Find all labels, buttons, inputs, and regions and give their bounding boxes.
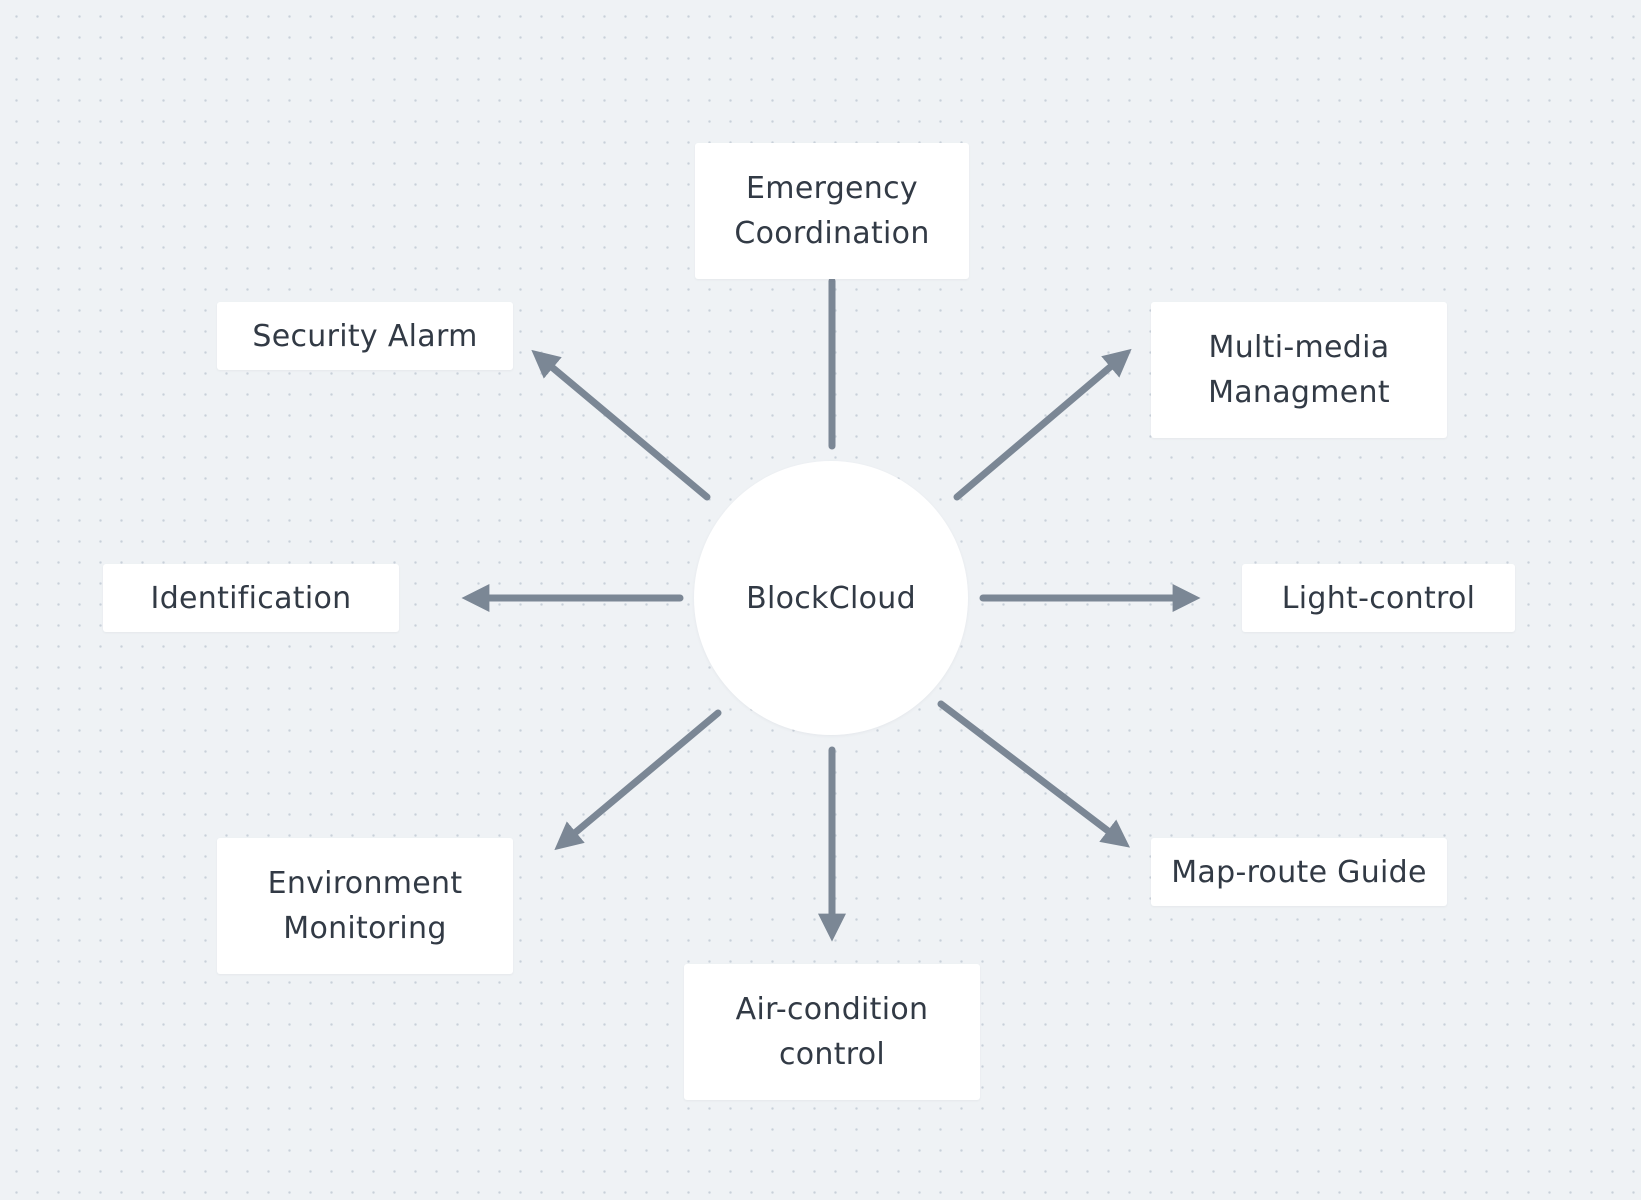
node-security-alarm[interactable]: Security Alarm bbox=[217, 302, 513, 370]
arrow-map-route bbox=[937, 700, 1131, 848]
node-label-line: Multi-media bbox=[1208, 330, 1390, 365]
arrow-environment bbox=[554, 709, 722, 851]
node-label-line: Identification bbox=[150, 580, 352, 616]
node-environment-monitoring[interactable]: Environment Monitoring bbox=[217, 838, 513, 974]
hub-blockcloud[interactable]: BlockCloud bbox=[694, 461, 968, 735]
node-label-line: Managment bbox=[1208, 375, 1390, 410]
node-label-line: Map-route Guide bbox=[1171, 854, 1427, 890]
node-multi-media-managment[interactable]: Multi-media Managment bbox=[1151, 302, 1447, 438]
node-label-line: Emergency bbox=[746, 171, 918, 206]
node-label-line: control bbox=[778, 1037, 886, 1072]
node-label-line: Coordination bbox=[734, 216, 930, 251]
node-emergency-coordination[interactable]: Emergency Coordination bbox=[695, 143, 969, 279]
node-label-line: Environment bbox=[267, 866, 463, 901]
hub-label: BlockCloud bbox=[746, 580, 916, 616]
node-label-line: Security Alarm bbox=[252, 318, 478, 354]
node-map-route-guide[interactable]: Map-route Guide bbox=[1151, 838, 1447, 906]
arrow-security-alarm bbox=[531, 349, 711, 501]
node-air-condition-control[interactable]: Air-condition control bbox=[684, 964, 980, 1100]
node-identification[interactable]: Identification bbox=[103, 564, 399, 632]
node-label-line: Air-condition bbox=[735, 992, 929, 1027]
node-light-control[interactable]: Light-control bbox=[1242, 564, 1515, 632]
node-label-line: Light-control bbox=[1281, 580, 1476, 616]
arrow-multi-media bbox=[953, 348, 1132, 501]
node-label-line: Monitoring bbox=[283, 911, 447, 946]
